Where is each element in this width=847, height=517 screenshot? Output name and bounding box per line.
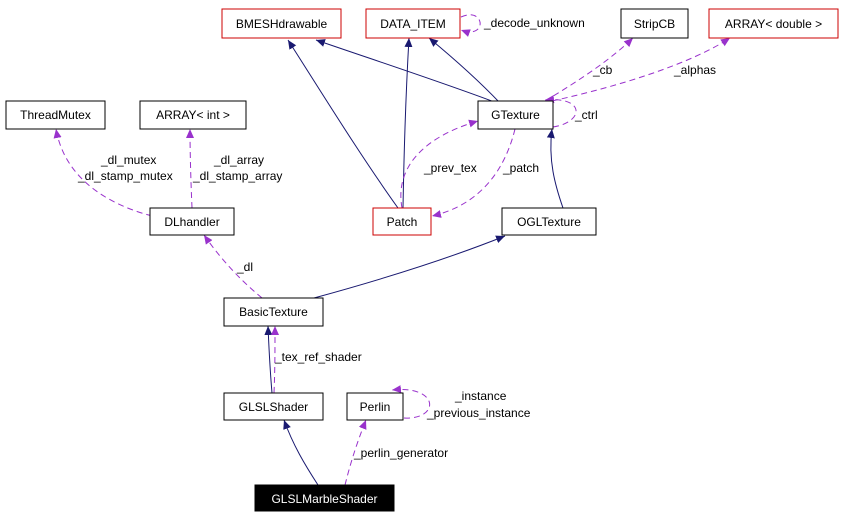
label-dl-mutex: _dl_mutex — [100, 153, 156, 167]
node-stripcb-label: StripCB — [634, 17, 675, 31]
node-basictexture-label: BasicTexture — [239, 305, 308, 319]
edge-patch-to-gtexture — [400, 119, 479, 209]
edge-basictexture-to-ogltexture — [313, 235, 506, 299]
node-gtexture[interactable]: GTexture — [477, 100, 554, 130]
label-patch: _patch — [502, 161, 539, 175]
label-previous-instance: _previous_instance — [426, 406, 531, 420]
node-dlhandler[interactable]: DLhandler — [149, 207, 235, 236]
label-cb: _cb — [592, 63, 613, 77]
node-threadmutex-label: ThreadMutex — [20, 108, 91, 122]
node-gtexture-label: GTexture — [491, 108, 540, 122]
edge-gtexture-self-ctrl — [544, 95, 577, 128]
nodes: BMESHdrawable DATA_ITEM StripCB ARRAY< d… — [5, 8, 839, 512]
label-dl-array: _dl_array — [213, 153, 264, 167]
edge-labels: _decode_unknown _cb _alphas _ctrl _dl_mu… — [77, 16, 716, 460]
node-glslshader-label: GLSLShader — [239, 400, 308, 414]
node-array-int-label: ARRAY< int > — [156, 108, 230, 122]
edge-patch-to-data-item — [402, 37, 413, 209]
node-array-double[interactable]: ARRAY< double > — [708, 8, 839, 39]
label-instance: _instance — [454, 389, 507, 403]
edge-gtexture-to-stripcb — [544, 37, 634, 102]
node-perlin[interactable]: Perlin — [346, 392, 404, 421]
label-dl: _dl — [236, 260, 253, 274]
edge-glslmarbleshader-to-perlin — [344, 419, 367, 486]
node-patch[interactable]: Patch — [372, 207, 432, 236]
node-ogltexture[interactable]: OGLTexture — [501, 207, 597, 236]
node-bmeshdrawable[interactable]: BMESHdrawable — [221, 8, 342, 39]
node-basictexture[interactable]: BasicTexture — [223, 297, 324, 327]
label-perlin-generator: _perlin_generator — [353, 446, 448, 460]
label-prev-tex: _prev_tex — [423, 161, 477, 175]
edge-gtexture-to-data-item — [428, 37, 501, 104]
edge-perlin-self — [391, 385, 431, 419]
node-bmeshdrawable-label: BMESHdrawable — [236, 17, 328, 31]
label-ctrl: _ctrl — [574, 108, 598, 122]
edge-glslshader-to-basictexture — [264, 325, 273, 394]
edge-dlhandler-to-threadmutex — [53, 128, 153, 217]
node-glslmarbleshader[interactable]: GLSLMarbleShader — [254, 484, 395, 512]
edge-gtexture-to-patch — [431, 128, 516, 218]
node-ogltexture-label: OGLTexture — [517, 215, 581, 229]
edge-gtexture-to-bmeshdrawable — [315, 39, 498, 104]
node-patch-label: Patch — [387, 215, 418, 229]
label-tex-ref-shader: _tex_ref_shader — [274, 350, 362, 364]
edge-data-item-self — [460, 14, 481, 37]
node-threadmutex[interactable]: ThreadMutex — [5, 100, 106, 130]
edge-glslshader-to-basictexture — [270, 325, 279, 394]
usage-edges — [53, 14, 731, 486]
label-dl-stamp-mutex: _dl_stamp_mutex — [77, 169, 173, 183]
edge-patch-to-bmeshdrawable — [287, 39, 399, 209]
node-stripcb[interactable]: StripCB — [620, 8, 689, 39]
edge-ogltexture-to-gtexture — [546, 128, 564, 209]
node-array-int[interactable]: ARRAY< int > — [139, 100, 247, 130]
node-data-item[interactable]: DATA_ITEM — [365, 8, 461, 39]
node-data-item-label: DATA_ITEM — [380, 17, 446, 31]
label-alphas: _alphas — [673, 63, 716, 77]
label-dl-stamp-array: _dl_stamp_array — [192, 169, 282, 183]
edge-basictexture-to-dlhandler — [203, 234, 263, 299]
node-array-double-label: ARRAY< double > — [725, 17, 822, 31]
label-decode-unknown: _decode_unknown — [483, 16, 585, 30]
node-perlin-label: Perlin — [360, 400, 391, 414]
node-dlhandler-label: DLhandler — [164, 215, 219, 229]
node-glslshader[interactable]: GLSLShader — [223, 392, 324, 421]
edge-gtexture-to-array-double — [551, 37, 731, 102]
edge-dlhandler-to-array-int — [186, 128, 195, 209]
node-glslmarbleshader-label: GLSLMarbleShader — [271, 492, 377, 506]
edge-glslmarbleshader-to-glslshader — [283, 419, 319, 486]
inheritance-edges — [264, 37, 564, 486]
